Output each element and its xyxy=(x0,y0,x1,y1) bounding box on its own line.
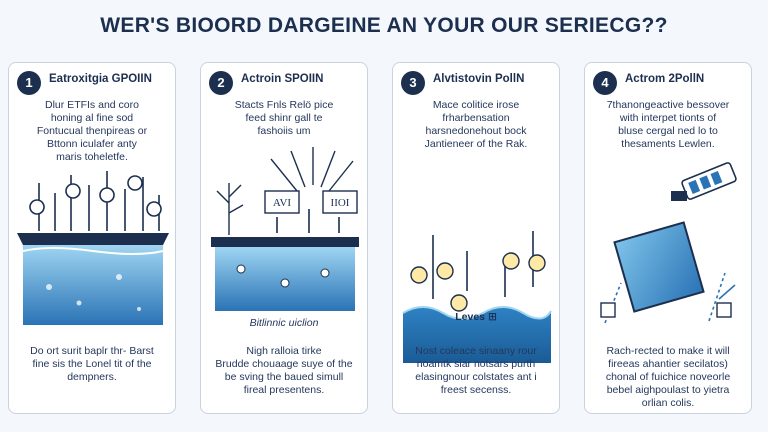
device-screen xyxy=(613,221,705,313)
text-line: Mace colitice irose xyxy=(432,99,520,111)
text-line: elasingnour colstates ant i xyxy=(415,371,537,383)
water-tank xyxy=(23,245,163,325)
battery-icon xyxy=(671,162,737,201)
text-line: Rach-rected to make it will xyxy=(606,345,730,357)
card-2: 2 Actroin SPOIIN Stacts Fnls Relö pice f… xyxy=(200,62,368,414)
text-line: fireeas ahantier secilatos) xyxy=(608,358,728,370)
device-illustration xyxy=(600,162,737,324)
card-4: 4 Actrom 2PollN 7thanongeactive bessover… xyxy=(584,62,752,414)
text-line: Stacts Fnls Relö pice xyxy=(234,99,334,111)
step-number-badge: 2 xyxy=(209,71,233,95)
step-number-badge: 4 xyxy=(593,71,617,95)
text-line: orlian colis. xyxy=(641,397,695,409)
card-1: 1 Eatroxitgiа GPOIIN Dlur ETFIs and coro… xyxy=(8,62,176,414)
tank-rim xyxy=(17,233,169,245)
text-line: chonal of fuichice noveorle xyxy=(605,371,731,383)
text-line: harsnedonehout bock xyxy=(425,125,527,137)
down-arrows-icon xyxy=(276,209,340,233)
text-line: honing al fine sod xyxy=(50,112,134,124)
card-top-text: 7thanongeactive bessover with interpet t… xyxy=(595,99,741,151)
text-line: noamtk siar notsars purth xyxy=(416,358,536,370)
text-line: maris toheletfe. xyxy=(56,151,128,163)
card-top-text: Mace colitice irose frharbensation harsn… xyxy=(403,99,549,151)
text-line: Jantieneer of the Rak. xyxy=(424,138,528,150)
card-heading: Eatroxitgiа GPOIIN xyxy=(49,73,152,85)
text-line: frharbensation xyxy=(442,112,510,124)
text-line: Do ort surit baplr thr- Barst xyxy=(30,345,154,357)
coin-icon xyxy=(410,252,546,312)
text-line: dempners. xyxy=(67,371,117,383)
page-title: WER'S BIOORD DARGEINE AN YOUR OUR SERIEC… xyxy=(100,14,668,37)
card-bottom-text: Do ort surit baplr thr- Barst fine sis t… xyxy=(19,345,165,384)
text-line: bluse cergal ned lo to xyxy=(618,125,718,137)
card-bottom-text: Nigh ralloia tirke Brudde chouaage suye … xyxy=(211,345,357,397)
sign-label: AVI xyxy=(273,197,291,209)
wave-water xyxy=(403,307,551,363)
text-line: Nost coleace sinaany rour xyxy=(415,345,537,357)
text-line: Brudde chouaage suye of the xyxy=(215,358,353,370)
card-heading: Alvtistovin PollN xyxy=(433,73,525,85)
text-line: 7thanongeactive bessover xyxy=(606,99,730,111)
sunburst-tank-illustration: AVI IIOI xyxy=(211,147,359,311)
text-line: be sving the baued simull xyxy=(224,371,344,383)
text-line: freest secenss. xyxy=(440,384,512,396)
text-line: with interpet tionts of xyxy=(619,112,717,124)
tank-rim xyxy=(211,237,359,247)
text-line: Nigh ralloia tirke xyxy=(246,345,322,357)
card-heading: Actrom 2PollN xyxy=(625,73,705,85)
card-heading: Actroin SPOIIN xyxy=(241,73,324,85)
sign-label: IIOI xyxy=(331,197,350,209)
text-line: feed shinr gall te xyxy=(245,112,323,124)
text-line: fireal presentens. xyxy=(243,384,325,396)
levels-caption: Leves ⊞ xyxy=(455,311,497,323)
text-line: fine sis the Lonel tit of the xyxy=(32,358,152,370)
text-line: fashoiis um xyxy=(257,125,311,137)
tank-caption: Bitlinnic uiclion xyxy=(249,317,319,329)
water-tank-illustration xyxy=(17,171,169,325)
card-3: 3 Alvtistovin PollN Mace colitice irose … xyxy=(392,62,560,414)
step-number-badge: 1 xyxy=(17,71,41,95)
text-line: Bttonn iculafer anty xyxy=(47,138,137,150)
text-line: Fontucual thenpireas or xyxy=(36,125,148,137)
wave-illustration xyxy=(402,231,552,363)
card-bottom-text: Rach-rected to make it will fireeas ahan… xyxy=(595,345,741,410)
text-line: bebel aighpoulast to yietra xyxy=(606,384,730,396)
sun-rays-icon xyxy=(270,147,354,192)
step-number-badge: 3 xyxy=(401,71,425,95)
text-line: Dlur ETFIs and coro xyxy=(45,99,139,111)
coin-bubbles-icon xyxy=(29,175,162,217)
card-bottom-text: Nost coleace sinaany rour noamtk siar no… xyxy=(403,345,549,397)
card-top-text: Stacts Fnls Relö pice feed shinr gall te… xyxy=(211,99,357,138)
text-line: thesaments Lewlen. xyxy=(621,138,715,150)
card-top-text: Dlur ETFIs and coro honing al fine sod F… xyxy=(19,99,165,164)
tree-icon xyxy=(216,183,244,235)
